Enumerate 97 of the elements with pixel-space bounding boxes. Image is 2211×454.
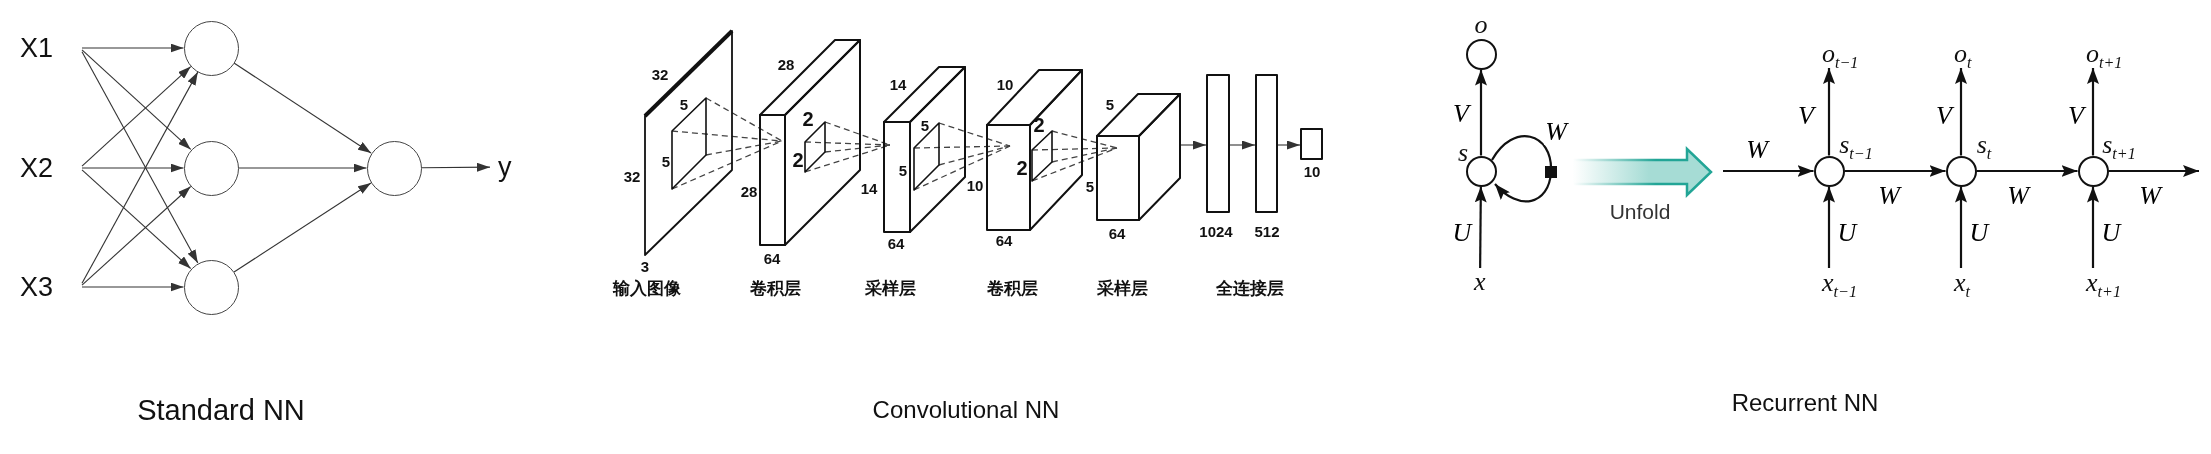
arrow bbox=[1955, 68, 1967, 156]
dimension-label: 512 bbox=[1254, 223, 1280, 239]
circle-label: s$_{t+1}$ bbox=[2102, 132, 2136, 162]
neuron-circle bbox=[1813, 155, 1845, 187]
dimension-label: 32 bbox=[651, 66, 669, 82]
dimension-label: 10 bbox=[966, 177, 984, 193]
neuron-circle bbox=[2077, 155, 2109, 187]
arrow bbox=[81, 43, 185, 53]
arrow bbox=[233, 62, 372, 154]
arrow bbox=[1955, 186, 1967, 268]
layer-cuboid bbox=[883, 66, 966, 233]
dimension-label: 10 bbox=[996, 76, 1014, 92]
layer-bar bbox=[1255, 74, 1278, 213]
input-label: X3 bbox=[18, 271, 82, 303]
output-box bbox=[1300, 128, 1323, 160]
layer-cuboid bbox=[1096, 93, 1181, 221]
arrow bbox=[81, 71, 199, 284]
circle-label: s$_{t−1}$ bbox=[1839, 132, 1873, 162]
dimension-label: 10 bbox=[1303, 163, 1321, 179]
arrow bbox=[81, 49, 192, 150]
dimension-label: 5 bbox=[1105, 96, 1115, 112]
dimension-label: 1024 bbox=[1199, 223, 1233, 239]
caption: Standard NN bbox=[137, 395, 305, 425]
neuron-circle bbox=[183, 140, 239, 196]
layer-label: 全连接层 bbox=[1216, 279, 1284, 297]
dimension-label: 14 bbox=[860, 180, 878, 196]
arrow bbox=[81, 51, 199, 264]
input-label: X1 bbox=[18, 32, 82, 64]
neuron-circle bbox=[1465, 38, 1497, 70]
layer-label: 卷积层 bbox=[986, 279, 1038, 297]
arrow bbox=[2087, 186, 2099, 268]
arrow bbox=[81, 169, 192, 270]
arrow bbox=[2108, 165, 2199, 177]
caption: Convolutional NN bbox=[872, 398, 1060, 422]
input-label: x$_{t−1}$ bbox=[1822, 268, 1872, 298]
dimension-label: 5 bbox=[679, 96, 689, 112]
dimension-label: 64 bbox=[995, 232, 1013, 248]
arrow bbox=[1229, 140, 1256, 150]
arrow bbox=[1723, 165, 1814, 177]
circle-label: s bbox=[1457, 140, 1469, 166]
dimension-label: 2 bbox=[792, 150, 804, 170]
input-label: X2 bbox=[18, 152, 82, 184]
dimension-label: 5 bbox=[898, 162, 908, 178]
output-label: o$_{t+1}$ bbox=[2086, 40, 2136, 68]
input-label: x$_{t+1}$ bbox=[2086, 268, 2136, 298]
caption: Recurrent NN bbox=[1731, 391, 1879, 415]
arrow bbox=[1474, 186, 1487, 268]
arrow bbox=[2087, 68, 2099, 156]
dimension-label: 28 bbox=[740, 183, 758, 199]
dimension-label: 2 bbox=[1016, 158, 1028, 178]
arrow bbox=[1180, 140, 1207, 150]
dimension-label: 5 bbox=[661, 153, 671, 169]
dimension-label: 64 bbox=[763, 250, 781, 266]
layer-bar bbox=[1206, 74, 1230, 213]
arrow bbox=[1823, 68, 1835, 156]
output-label: o$_{t−1}$ bbox=[1822, 40, 1872, 68]
dimension-label: 2 bbox=[802, 109, 814, 129]
dimension-label: 5 bbox=[1085, 178, 1095, 194]
neuron-circle bbox=[1465, 155, 1497, 187]
arrow bbox=[1844, 165, 1946, 177]
input-image-plane bbox=[644, 30, 733, 256]
dimension-label: 5 bbox=[920, 117, 930, 133]
arrow bbox=[1475, 69, 1487, 156]
layer-label: 卷积层 bbox=[749, 279, 801, 297]
arrow bbox=[237, 163, 368, 173]
dimension-label: 2 bbox=[1033, 115, 1045, 135]
arrow-label: Unfold bbox=[1609, 200, 1671, 222]
layer-cuboid bbox=[759, 39, 861, 246]
arrow bbox=[420, 162, 491, 172]
layer-cuboid bbox=[986, 69, 1083, 231]
arrow bbox=[1976, 165, 2078, 177]
arrow bbox=[81, 185, 192, 286]
dimension-label: 64 bbox=[1108, 225, 1126, 241]
layer-label: 采样层 bbox=[864, 279, 916, 297]
layer-label: 输入图像 bbox=[613, 279, 681, 297]
layer-label: 采样层 bbox=[1096, 279, 1148, 297]
neuron-circle bbox=[183, 259, 239, 315]
input-label: x$_{t}$ bbox=[1954, 268, 1988, 298]
circle-label: o bbox=[1474, 12, 1488, 38]
dimension-label: 28 bbox=[777, 56, 795, 72]
arrow bbox=[81, 163, 185, 173]
output-label: y bbox=[490, 150, 524, 184]
dimension-label: 32 bbox=[623, 168, 641, 184]
arrow bbox=[233, 182, 372, 273]
arrow bbox=[81, 282, 185, 292]
loop-arrow bbox=[1491, 135, 1557, 203]
neuron-circle bbox=[183, 20, 239, 76]
dimension-label: 64 bbox=[887, 235, 905, 251]
arrow bbox=[1823, 186, 1835, 268]
input-label: x bbox=[1468, 268, 1492, 296]
neuron-circle bbox=[1945, 155, 1977, 187]
arrow bbox=[1277, 140, 1301, 150]
dimension-label: 3 bbox=[640, 258, 650, 274]
dimension-label: 14 bbox=[889, 76, 907, 92]
output-label: o$_{t}$ bbox=[1954, 40, 1988, 68]
circle-label: s$_{t}$ bbox=[1976, 132, 1992, 162]
arrow bbox=[81, 66, 192, 167]
